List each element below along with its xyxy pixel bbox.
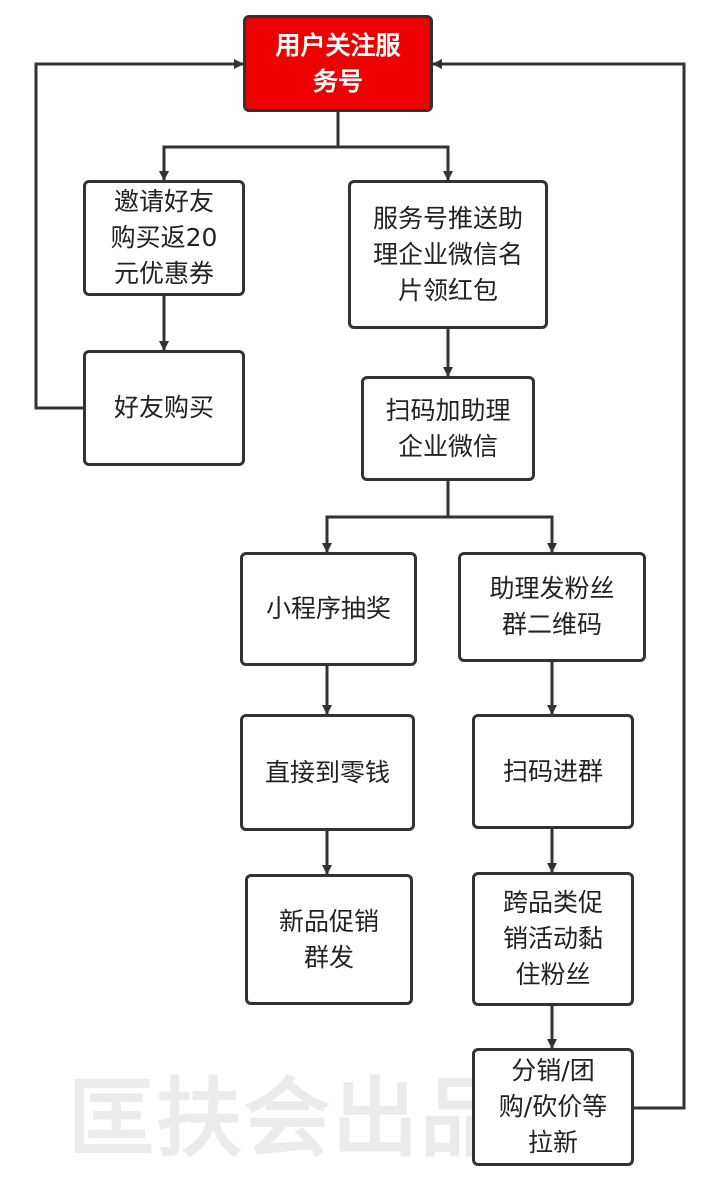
- node-lottery-label: 小程序抽奖: [265, 594, 391, 623]
- connector-friend-buy-loop: [34, 59, 244, 410]
- node-direct-to-wallet: 直接到零钱: [240, 714, 415, 831]
- node-push-label: 服务号推送助 理企业微信名 片领红包: [372, 203, 523, 305]
- node-follow-label: 用户关注服 务号: [275, 30, 401, 96]
- watermark-text: 匡扶会出品: [68, 1068, 508, 1169]
- node-qr-group-label: 助理发粉丝 群二维码: [489, 574, 615, 639]
- node-scan-add-label: 扫码加助理 企业微信: [385, 395, 511, 461]
- node-invite-label: 邀请好友 购买返20 元优惠券: [110, 187, 218, 288]
- connector-follow-to-push: [338, 145, 453, 181]
- node-push-assistant-card: 服务号推送助 理企业微信名 片领红包: [348, 180, 548, 329]
- node-cross-category-promo: 跨品类促 销活动黏 住粉丝: [472, 872, 634, 1006]
- connector-distribution-loop: [432, 59, 686, 1110]
- node-scan-add-assistant: 扫码加助理 企业微信: [361, 376, 535, 481]
- node-assistant-send-group-qr: 助理发粉丝 群二维码: [458, 552, 646, 662]
- node-distribution-groupbuy: 分销/团 购/砍价等 拉新: [472, 1048, 634, 1166]
- connector-scan-add-to-lottery: [322, 515, 448, 553]
- connector-follow-to-invite: [159, 145, 338, 181]
- node-distribution-label: 分销/团 购/砍价等 拉新: [498, 1056, 608, 1157]
- node-mini-program-lottery: 小程序抽奖: [240, 552, 417, 666]
- node-follow-service-account: 用户关注服 务号: [243, 15, 433, 112]
- node-friend-buy-label: 好友购买: [113, 393, 214, 422]
- watermark: 匡扶会出品: [58, 1055, 518, 1169]
- node-new-product-label: 新品促销 群发: [278, 906, 379, 972]
- node-cross-sell-label: 跨品类促 销活动黏 住粉丝: [502, 888, 603, 989]
- node-invite-friends: 邀请好友 购买返20 元优惠券: [83, 180, 245, 296]
- node-scan-join-group: 扫码进群: [472, 714, 634, 829]
- node-friend-buy: 好友购买: [83, 350, 245, 466]
- node-wallet-label: 直接到零钱: [264, 757, 390, 787]
- node-scan-group-label: 扫码进群: [502, 756, 603, 786]
- connector-scan-add-to-qr-group: [448, 515, 557, 553]
- node-new-product-broadcast: 新品促销 群发: [245, 874, 413, 1005]
